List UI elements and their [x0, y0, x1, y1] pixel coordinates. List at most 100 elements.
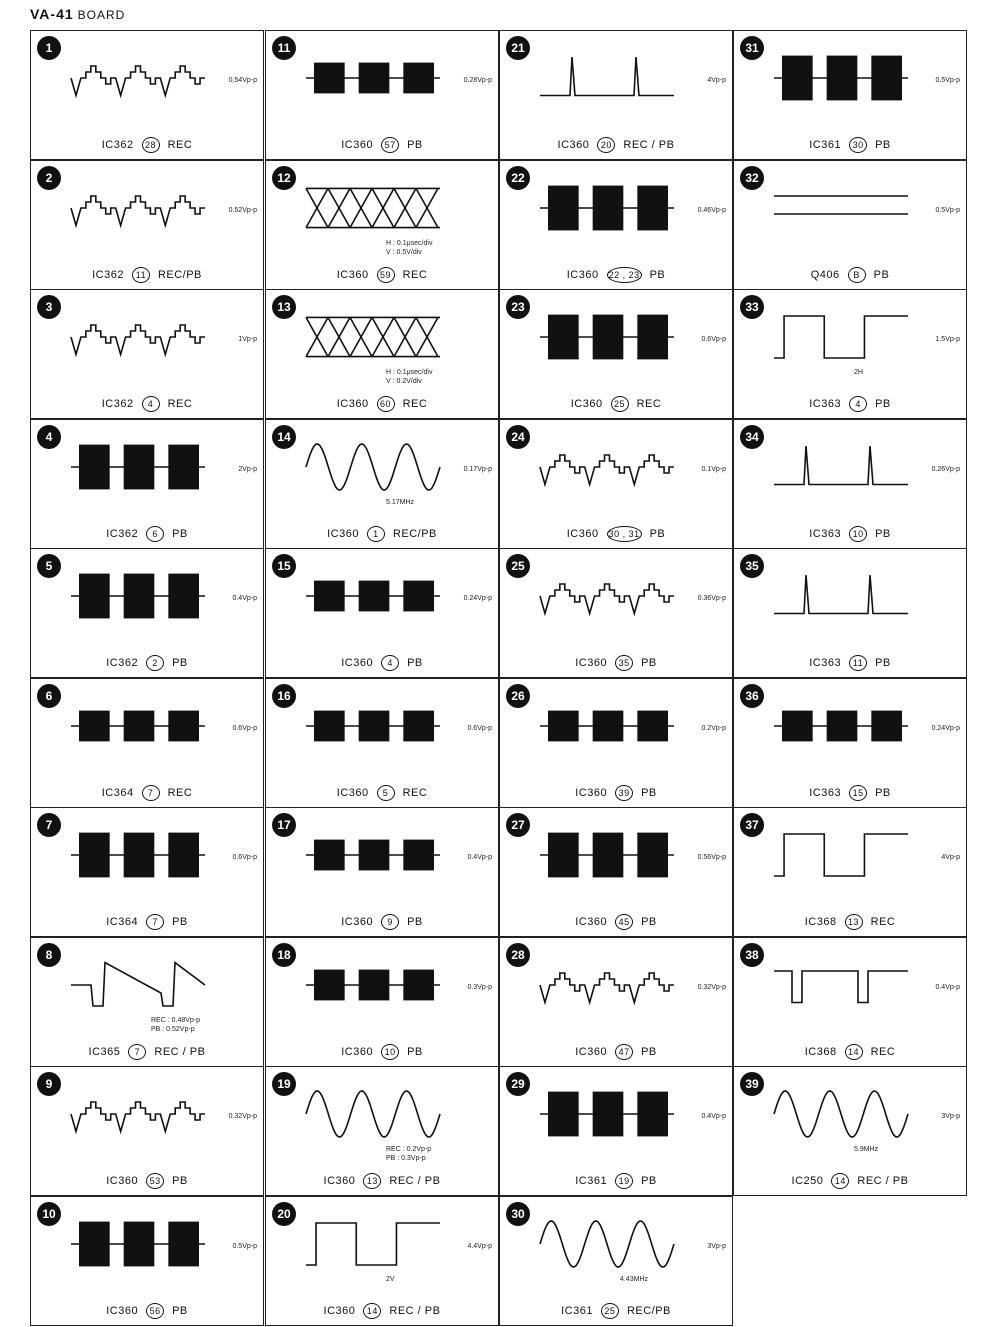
- pin-number-badge: 4: [849, 396, 868, 412]
- amplitude-label: 1Vp-p: [238, 336, 257, 343]
- amplitude-label: 0.5Vp-p: [935, 207, 960, 214]
- pin-number-badge: 4: [141, 396, 160, 412]
- waveform-note: H : 0.1μsec/div V : 0.2V/div: [386, 369, 433, 385]
- mode-label: REC: [167, 398, 193, 410]
- dense-waveform-icon: [71, 1221, 205, 1267]
- pin-number-badge: 14: [844, 1044, 863, 1060]
- pin-number-badge: 13: [363, 1173, 382, 1189]
- mode-label: PB: [641, 1046, 657, 1058]
- ic-label: IC360: [336, 269, 369, 281]
- mode-label: PB: [875, 139, 891, 151]
- waveform-number-badge: 11: [272, 36, 296, 60]
- waveform-number-badge: 36: [740, 684, 764, 708]
- amplitude-label: 0.26Vp-p: [931, 466, 960, 473]
- waveform-note: REC : 0.48Vp-p PB : 0.52Vp-p: [151, 1017, 201, 1033]
- mode-label: REC: [167, 139, 193, 151]
- flat-waveform-icon: [774, 195, 908, 215]
- waveform-number-badge: 33: [740, 295, 764, 319]
- waveform-number-badge: 18: [272, 943, 296, 967]
- dense-waveform-icon: [540, 1091, 674, 1137]
- pin-number-badge: 22 , 23: [606, 267, 642, 283]
- mode-label: PB: [407, 916, 423, 928]
- mode-label: PB: [875, 657, 891, 669]
- waveform-note: 5.9MHz: [854, 1146, 879, 1153]
- waveform-number-badge: 2: [37, 166, 61, 190]
- dense-waveform-icon: [540, 185, 674, 231]
- ic-label: IC360: [566, 528, 599, 540]
- mode-label: REC: [402, 398, 428, 410]
- mode-label: REC / PB: [389, 1305, 441, 1317]
- step-waveform-icon: [70, 195, 205, 229]
- mode-label: REC / PB: [623, 139, 675, 151]
- square-waveform-icon: [774, 833, 908, 877]
- sine-waveform-icon: [305, 443, 441, 491]
- board-subtitle: BOARD: [77, 8, 126, 22]
- mode-label: REC / PB: [857, 1175, 909, 1187]
- pin-number-badge: 7: [141, 785, 160, 801]
- mode-label: PB: [407, 1046, 423, 1058]
- mode-label: PB: [407, 139, 423, 151]
- ic-label: IC360: [106, 1305, 139, 1317]
- amplitude-label: 0.1Vp-p: [701, 466, 726, 473]
- pin-number-badge: 20: [597, 137, 616, 153]
- ic-label: IC360: [106, 1175, 139, 1187]
- pin-number-badge: 30 , 31: [606, 526, 642, 542]
- amplitude-label: 1.5Vp-p: [935, 336, 960, 343]
- pin-number-badge: 57: [381, 137, 400, 153]
- waveform-number-badge: 9: [37, 1072, 61, 1096]
- waveform-number-badge: 34: [740, 425, 764, 449]
- ic-label: IC362: [101, 139, 134, 151]
- pin-number-badge: 5: [376, 785, 395, 801]
- pin-number-badge: 28: [141, 137, 160, 153]
- waveform-number-badge: 12: [272, 166, 296, 190]
- mode-label: REC: [870, 1046, 896, 1058]
- amplitude-label: 0.46Vp-p: [697, 207, 726, 214]
- dense-waveform-icon: [540, 314, 674, 360]
- burst-waveform-icon: [774, 710, 908, 742]
- amplitude-label: 0.32Vp-p: [697, 984, 726, 991]
- amplitude-label: 0.4Vp-p: [467, 854, 492, 861]
- waveform-number-badge: 22: [506, 166, 530, 190]
- pin-number-badge: 10: [381, 1044, 400, 1060]
- pin-number-badge: 30: [849, 137, 868, 153]
- amplitude-label: 0.6Vp-p: [232, 725, 257, 732]
- waveform-number-badge: 17: [272, 813, 296, 837]
- amplitude-label: 0.54Vp-p: [228, 77, 257, 84]
- ic-label: IC360: [566, 269, 599, 281]
- pin-number-badge: 25: [610, 396, 629, 412]
- ic-label: IC360: [341, 657, 374, 669]
- ic-label: IC360: [323, 1305, 356, 1317]
- amplitude-label: 4Vp-p: [941, 854, 960, 861]
- mode-label: PB: [172, 1305, 188, 1317]
- amplitude-label: 0.56Vp-p: [697, 854, 726, 861]
- mode-label: REC / PB: [154, 1046, 206, 1058]
- waveform-note: 4.43MHz: [620, 1276, 649, 1283]
- pulse-waveform-icon: [774, 445, 908, 486]
